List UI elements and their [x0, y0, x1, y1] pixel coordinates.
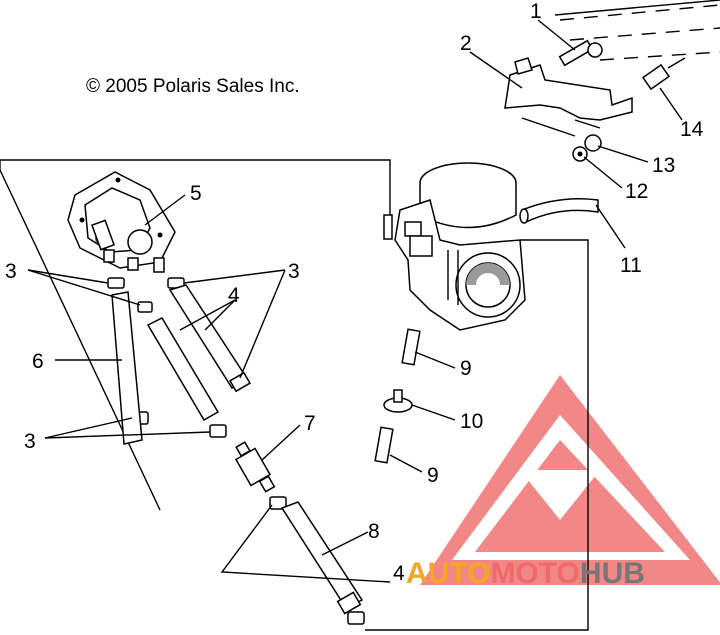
nut-and-washer — [572, 134, 602, 162]
callout-9-upper: 9 — [460, 357, 472, 380]
callout-1: 1 — [530, 0, 542, 23]
callout-3-upper-right: 3 — [288, 260, 300, 283]
watermark-auto: AUTO — [406, 557, 490, 590]
watermark-text: AUTOMOTOHUB — [406, 557, 645, 590]
frame-hatch — [554, 0, 720, 61]
fuel-line-4-right — [168, 284, 251, 393]
mounting-bracket — [504, 57, 633, 137]
callout-6: 6 — [32, 350, 44, 373]
leader-lines — [27, 19, 683, 583]
copyright-notice: © 2005 Polaris Sales Inc. — [86, 76, 300, 97]
callout-2: 2 — [460, 32, 472, 55]
callout-14: 14 — [680, 118, 704, 141]
outline-line-left — [0, 160, 161, 511]
callout-3-lower: 3 — [24, 430, 36, 453]
watermark-hub: HUB — [580, 557, 645, 590]
fuel-line-4-left — [146, 317, 220, 422]
bracket-bolt — [558, 39, 603, 67]
callout-5: 5 — [190, 182, 202, 205]
outline-line-top — [0, 159, 391, 215]
callout-4-upper: 4 — [228, 284, 240, 307]
callout-labels: 1 2 14 13 12 11 5 3 3 4 6 3 9 10 9 7 8 4 — [5, 0, 704, 585]
callout-13: 13 — [652, 154, 675, 177]
fuel-pump — [67, 171, 176, 273]
watermark-logo-icon — [420, 375, 720, 585]
drain-tube-upper — [401, 328, 421, 366]
vent-hose — [519, 198, 599, 224]
callout-8: 8 — [368, 520, 380, 543]
drain-tube-lower — [374, 426, 394, 464]
callout-10: 10 — [460, 410, 483, 433]
callout-3-upper-left: 3 — [5, 260, 17, 283]
fuel-line-8 — [280, 501, 364, 615]
carburetor — [383, 162, 526, 331]
callout-4-lower: 4 — [393, 562, 405, 585]
callout-11: 11 — [620, 254, 642, 277]
callout-12: 12 — [625, 180, 648, 203]
drain-fitting — [383, 389, 413, 413]
outline-line-right — [365, 239, 589, 631]
vent-fitting — [641, 57, 686, 91]
callout-7: 7 — [304, 412, 316, 435]
callout-9-lower: 9 — [427, 464, 439, 487]
watermark-moto: MOTO — [490, 557, 579, 590]
fuel-line-6 — [111, 291, 143, 445]
fuel-filter — [234, 441, 276, 493]
